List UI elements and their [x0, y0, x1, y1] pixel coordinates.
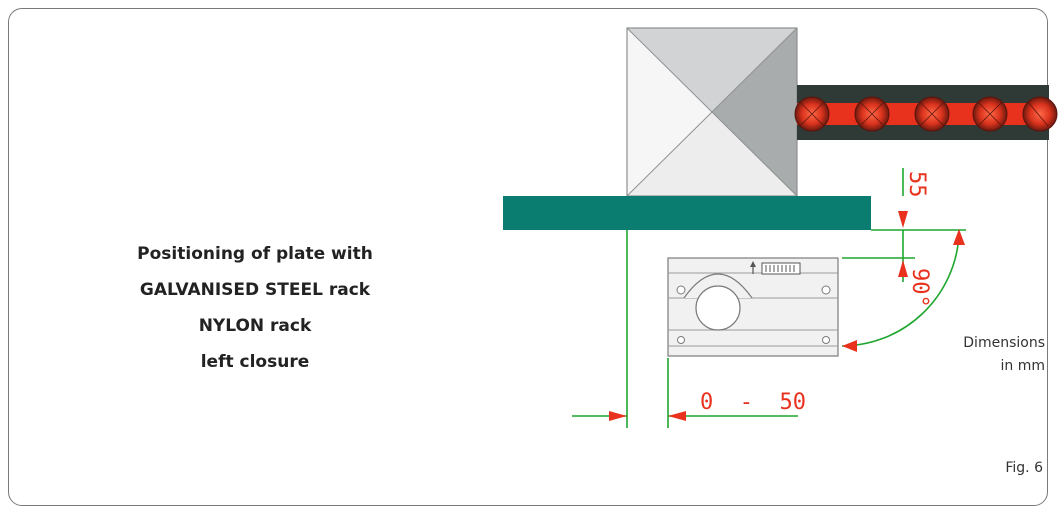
dimension-range-label: 0 - 50: [700, 390, 806, 415]
gate-post: [626, 27, 798, 197]
caption-line-3: NYLON rack: [198, 316, 312, 336]
caption-line-2: GALVANISED STEEL rack: [139, 280, 371, 300]
dimension-angle-label: 90°: [907, 268, 932, 308]
dimension-lines: [572, 168, 966, 428]
rack: [794, 85, 1058, 140]
rack-tooth: [794, 96, 830, 132]
dimension-arrows: [609, 211, 965, 421]
rack-tooth: [1022, 96, 1058, 132]
figure-frame: [8, 8, 1048, 506]
base-plate: [503, 196, 871, 230]
rack-tooth: [914, 96, 950, 132]
caption-line-1: Positioning of plate with: [137, 244, 373, 264]
rack-tooth: [854, 96, 890, 132]
figure-caption: Positioning of plate with GALVANISED STE…: [100, 236, 410, 380]
rack-tooth: [972, 96, 1008, 132]
units-line-1: Dimensions: [963, 335, 1045, 351]
arrow-up-icon: [750, 261, 756, 274]
dimension-55-label: 55: [904, 171, 929, 198]
units-line-2: in mm: [1000, 358, 1046, 374]
connector-terminal: [761, 262, 801, 275]
units-note: Dimensions in mm: [963, 332, 1045, 378]
figure-number: Fig. 6: [1005, 460, 1043, 476]
caption-line-4: left closure: [200, 352, 310, 372]
limit-switch-plate: [667, 257, 839, 357]
